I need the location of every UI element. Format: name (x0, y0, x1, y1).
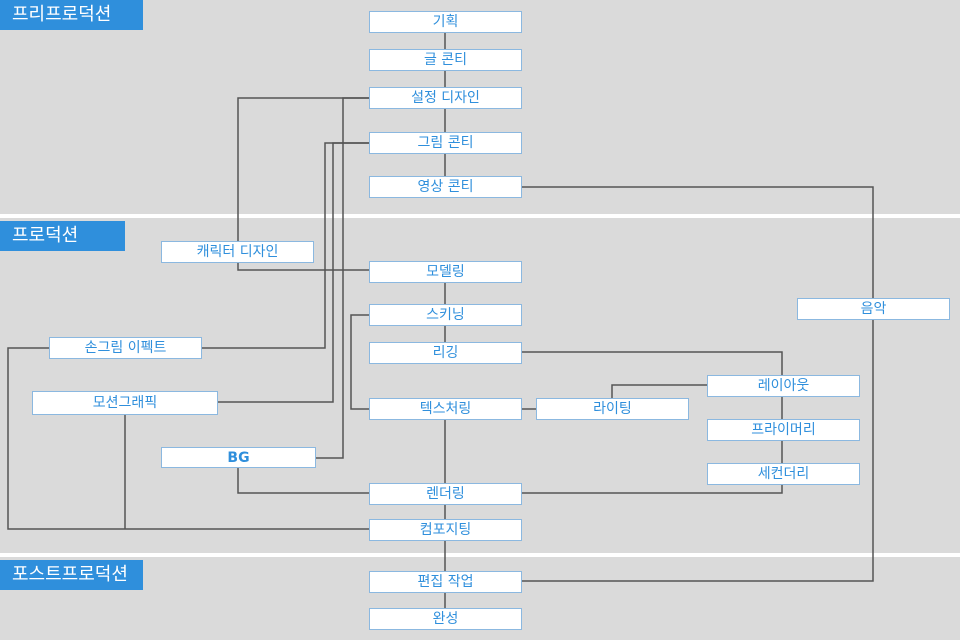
edge-secondary-to-rendering (521, 484, 783, 494)
node-video-storyboard[interactable]: 영상 콘티 (369, 176, 522, 198)
node-rigging[interactable]: 리깅 (369, 342, 522, 364)
stage-label-post-production: 포스트프로덕션 (0, 560, 143, 590)
node-rendering[interactable]: 렌더링 (369, 483, 522, 505)
node-modeling[interactable]: 모델링 (369, 261, 522, 283)
node-layout[interactable]: 레이아웃 (707, 375, 860, 397)
node-character-design[interactable]: 캐릭터 디자인 (161, 241, 314, 263)
node-motion-graphics[interactable]: 모션그래픽 (32, 391, 218, 415)
node-setting-design[interactable]: 설정 디자인 (369, 87, 522, 109)
node-editing[interactable]: 편집 작업 (369, 571, 522, 593)
stage-divider-post-production (0, 553, 960, 557)
edge-setting-to-character (237, 97, 370, 271)
node-script-storyboard[interactable]: 글 콘티 (369, 49, 522, 71)
node-music[interactable]: 음악 (797, 298, 950, 320)
edge-setting-to-modeling (316, 97, 370, 459)
node-primary[interactable]: 프라이머리 (707, 419, 860, 441)
stage-divider-production (0, 214, 960, 218)
node-compositing[interactable]: 컴포지팅 (369, 519, 522, 541)
node-completion[interactable]: 완성 (369, 608, 522, 630)
edge-effects-to-compositing (7, 347, 370, 530)
node-texturing[interactable]: 텍스처링 (369, 398, 522, 420)
edge-skinning-to-texturing (350, 314, 370, 410)
node-planning[interactable]: 기획 (369, 11, 522, 33)
node-lighting[interactable]: 라이팅 (536, 398, 689, 420)
edge-rigging-to-layout (521, 351, 783, 376)
node-hand-drawn-effects[interactable]: 손그림 이펙트 (49, 337, 202, 359)
edge-picture-to-motion (218, 142, 370, 403)
node-secondary[interactable]: 세컨더리 (707, 463, 860, 485)
stage-label-pre-production: 프리프로덕션 (0, 0, 143, 30)
stage-label-production: 프로덕션 (0, 221, 125, 251)
edge-bg-to-rendering (237, 467, 370, 494)
edge-layout-to-lighting (611, 384, 707, 400)
node-picture-storyboard[interactable]: 그림 콘티 (369, 132, 522, 154)
node-bg[interactable]: BG (161, 447, 316, 468)
edge-music-to-editing (521, 318, 874, 582)
edge-video-to-music (521, 186, 874, 299)
node-skinning[interactable]: 스키닝 (369, 304, 522, 326)
